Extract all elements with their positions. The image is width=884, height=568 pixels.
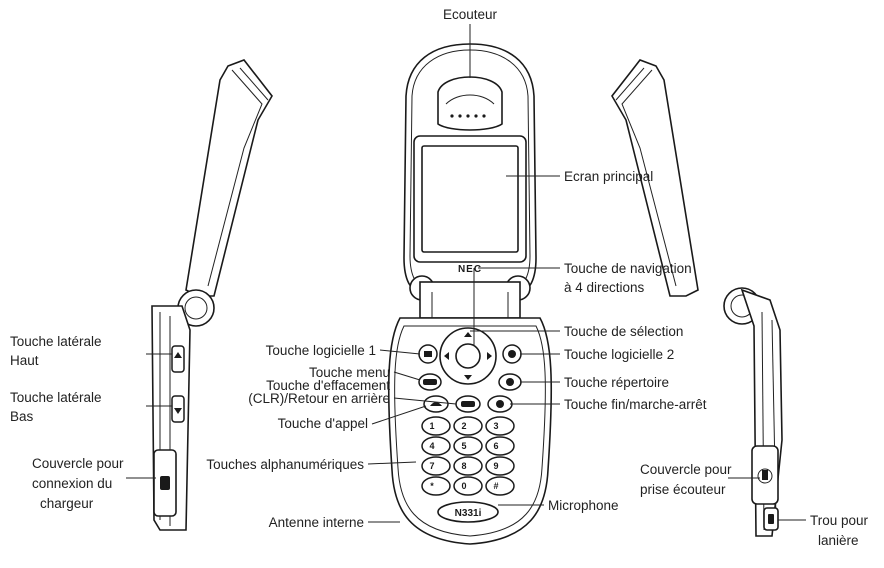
brand-logo: NEC <box>458 264 482 275</box>
key-3: 3 <box>493 421 498 431</box>
key-star: * <box>430 481 434 491</box>
left-side-view <box>151 59 273 531</box>
label-laterale-haut-line2: Haut <box>10 353 39 368</box>
label-alphanum: Touches alphanumériques <box>206 457 364 472</box>
key-0: 0 <box>461 481 466 491</box>
key-9: 9 <box>493 461 498 471</box>
label-navigation-line2: à 4 directions <box>564 280 645 295</box>
key-7: 7 <box>429 461 434 471</box>
key-5: 5 <box>461 441 466 451</box>
label-couv-ecouteur-line1: Couvercle pour <box>640 462 732 477</box>
select-key <box>455 343 481 369</box>
label-navigation-line1: Touche de navigation <box>564 261 692 276</box>
label-fin: Touche fin/marche-arrêt <box>564 397 707 412</box>
label-effacement-line2: (CLR)/Retour en arrière <box>248 391 390 406</box>
label-couv-chargeur-line1: Couvercle pour <box>32 456 124 471</box>
key-2: 2 <box>461 421 466 431</box>
model-name: N331i <box>455 508 482 519</box>
label-appel: Touche d'appel <box>278 416 368 431</box>
leader-lines <box>126 24 806 523</box>
side-key-up <box>171 345 185 373</box>
label-microphone: Microphone <box>548 498 619 513</box>
label-repertoire: Touche répertoire <box>564 375 669 390</box>
model-plate <box>437 501 499 523</box>
keypad: 1 2 3 4 5 6 7 8 9 * 0 # <box>421 416 515 496</box>
label-trou-line1: Trou pour <box>810 513 869 528</box>
label-ecran-principal: Ecran principal <box>564 169 653 184</box>
label-laterale-bas-line1: Touche latérale <box>10 390 102 405</box>
key-hash: # <box>493 481 498 491</box>
key-4: 4 <box>429 441 434 451</box>
earpiece <box>437 76 503 131</box>
label-laterale-bas-line2: Bas <box>10 409 34 424</box>
label-trou-line2: lanière <box>818 533 859 548</box>
key-1: 1 <box>429 421 434 431</box>
label-menu: Touche menu <box>309 365 390 380</box>
front-view: NEC <box>387 43 553 545</box>
label-effacement-line1: Touche d'effacement <box>266 378 390 393</box>
label-couv-chargeur-line3: chargeur <box>40 496 94 511</box>
label-antenne: Antenne interne <box>269 515 364 530</box>
right-side-view <box>611 59 783 537</box>
key-8: 8 <box>461 461 466 471</box>
label-laterale-haut-line1: Touche latérale <box>10 334 102 349</box>
callout-labels: Ecouteur Ecran principal Touche de navig… <box>10 7 869 548</box>
label-selection: Touche de sélection <box>564 324 683 339</box>
key-6: 6 <box>493 441 498 451</box>
label-ecouteur: Ecouteur <box>443 7 498 22</box>
label-couv-chargeur-line2: connexion du <box>32 476 112 491</box>
label-couv-ecouteur-line2: prise écouteur <box>640 482 726 497</box>
label-logicielle-2: Touche logicielle 2 <box>564 347 674 362</box>
main-screen <box>421 145 519 253</box>
label-logicielle-1: Touche logicielle 1 <box>266 343 376 358</box>
